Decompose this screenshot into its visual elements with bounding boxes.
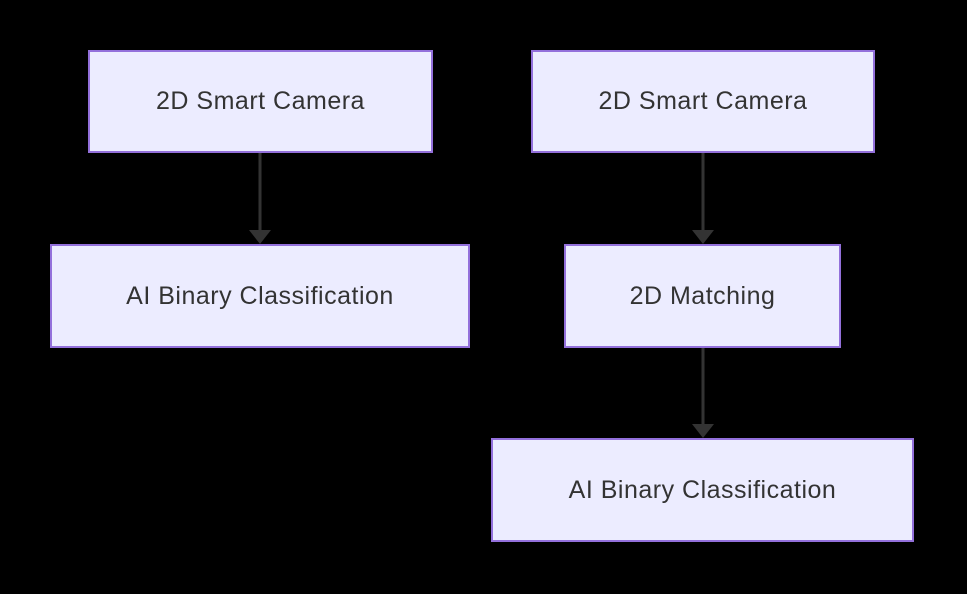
arrow-shaft bbox=[701, 348, 705, 427]
node-2d-smart-camera-left: 2D Smart Camera bbox=[88, 50, 433, 153]
arrow-shaft bbox=[258, 153, 262, 233]
arrowhead-down-icon bbox=[692, 424, 714, 438]
arrowhead-down-icon bbox=[249, 230, 271, 244]
node-ai-binary-classification-right: AI Binary Classification bbox=[491, 438, 914, 542]
arrowhead-down-icon bbox=[692, 230, 714, 244]
node-label: AI Binary Classification bbox=[126, 281, 394, 310]
node-label: 2D Smart Camera bbox=[598, 87, 808, 115]
node-label: AI Binary Classification bbox=[568, 475, 837, 504]
node-2d-matching: 2D Matching bbox=[564, 244, 841, 348]
edge-right-middle-to-right-bottom bbox=[692, 348, 714, 438]
node-label: 2D Smart Camera bbox=[156, 87, 365, 115]
arrow-shaft bbox=[701, 153, 705, 233]
edge-left-top-to-left-bottom bbox=[249, 153, 271, 244]
node-label: 2D Matching bbox=[629, 281, 776, 310]
edge-right-top-to-right-middle bbox=[692, 153, 714, 244]
node-2d-smart-camera-right: 2D Smart Camera bbox=[531, 50, 875, 153]
node-ai-binary-classification-left: AI Binary Classification bbox=[50, 244, 470, 348]
